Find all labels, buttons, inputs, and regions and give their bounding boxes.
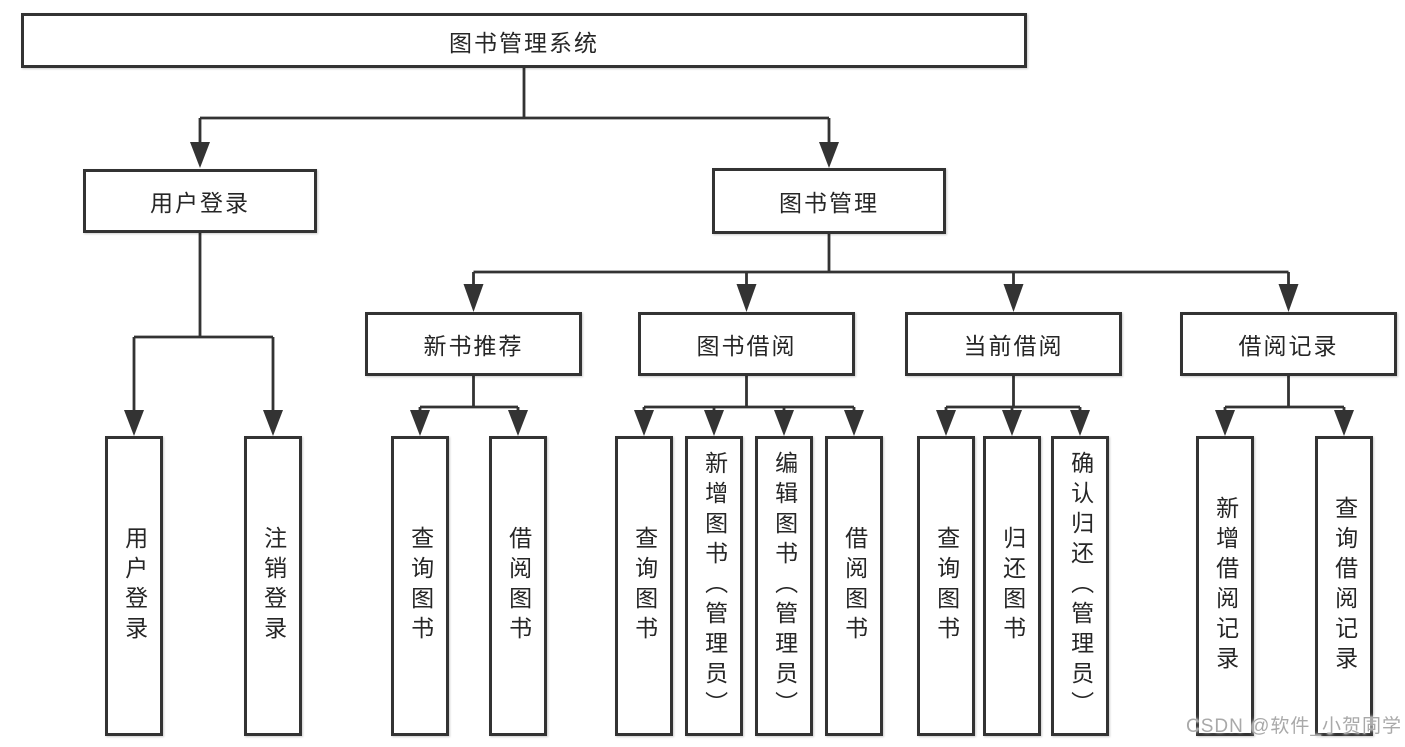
node-borrowing-records: 借阅记录 — [1180, 312, 1397, 376]
leaf-confirm-return-admin: 确认归还（管理员） — [1051, 436, 1109, 736]
node-new-book-recommend: 新书推荐 — [365, 312, 582, 376]
leaf-return-books: 归还图书 — [983, 436, 1041, 736]
leaf-return-books-label: 归还图书 — [999, 526, 1026, 646]
edge-user-login-to-leaves — [124, 232, 283, 436]
watermark-text: CSDN @软件_小贺同学 — [1186, 716, 1402, 737]
leaf-logout-label: 注销登录 — [260, 526, 287, 646]
leaf-add-borrow-record: 新增借阅记录 — [1196, 436, 1254, 736]
leaf-query-borrow-record-label: 查询借阅记录 — [1331, 496, 1358, 676]
node-book-borrowing: 图书借阅 — [638, 312, 855, 376]
leaf-borrow-books-label: 借阅图书 — [841, 526, 868, 646]
leaf-query-borrow-record: 查询借阅记录 — [1315, 436, 1373, 736]
node-current-borrowing: 当前借阅 — [905, 312, 1122, 376]
leaf-user-login: 用户登录 — [105, 436, 163, 736]
leaf-query-books-current: 查询图书 — [917, 436, 975, 736]
leaf-query-books-borrowing: 查询图书 — [615, 436, 673, 736]
node-user-login: 用户登录 — [83, 169, 317, 233]
leaf-query-books-recommend-label: 查询图书 — [407, 526, 434, 646]
edge-book-management-to-level3 — [463, 234, 1299, 312]
leaf-confirm-return-admin-label: 确认归还（管理员） — [1067, 451, 1094, 721]
edge-borrowing-records-to-leaves — [1215, 376, 1354, 436]
node-book-management: 图书管理 — [712, 168, 946, 234]
leaf-edit-books-admin: 编辑图书（管理员） — [755, 436, 813, 736]
edge-new-book-recommend-to-leaves — [410, 376, 528, 436]
leaf-add-borrow-record-label: 新增借阅记录 — [1212, 496, 1239, 676]
node-library-management-system: 图书管理系统 — [21, 13, 1027, 68]
leaf-add-books-admin: 新增图书（管理员） — [685, 436, 743, 736]
leaf-logout: 注销登录 — [244, 436, 302, 736]
leaf-query-books-recommend: 查询图书 — [391, 436, 449, 736]
leaf-query-books-current-label: 查询图书 — [933, 526, 960, 646]
leaf-add-books-admin-label: 新增图书（管理员） — [701, 451, 728, 721]
edge-root-to-level2 — [190, 68, 839, 168]
leaf-edit-books-admin-label: 编辑图书（管理员） — [771, 451, 798, 721]
leaf-borrow-books-recommend-label: 借阅图书 — [505, 526, 532, 646]
leaf-query-books-borrowing-label: 查询图书 — [631, 526, 658, 646]
edge-book-borrowing-to-leaves — [634, 376, 864, 436]
edge-current-borrowing-to-leaves — [936, 376, 1090, 436]
leaf-user-login-label: 用户登录 — [121, 526, 148, 646]
leaf-borrow-books: 借阅图书 — [825, 436, 883, 736]
leaf-borrow-books-recommend: 借阅图书 — [489, 436, 547, 736]
